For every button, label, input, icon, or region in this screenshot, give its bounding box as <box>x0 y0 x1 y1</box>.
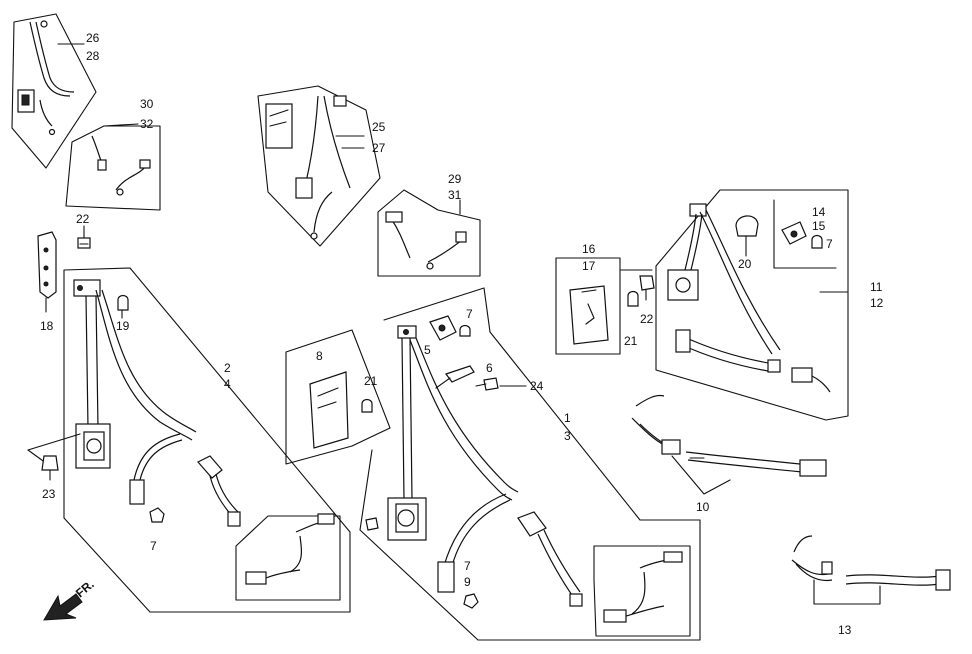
callout-21-left: 21 <box>364 374 378 388</box>
label-16-17 <box>555 257 621 355</box>
callout-21-right: 21 <box>624 334 638 348</box>
callout-23: 23 <box>42 487 56 501</box>
callout-32: 32 <box>140 117 154 131</box>
clip-21-left <box>361 398 373 413</box>
callout-1: 1 <box>564 411 571 425</box>
callout-7-left: 7 <box>150 539 157 553</box>
panel-25-27 <box>257 85 381 247</box>
callout-2: 2 <box>224 361 231 375</box>
callout-17: 17 <box>582 259 596 273</box>
assembly-13 <box>791 535 951 605</box>
assembly-1-3 <box>359 287 701 641</box>
callout-9: 9 <box>464 575 471 589</box>
subbox-14-15 <box>773 199 837 269</box>
callout-16: 16 <box>582 242 596 256</box>
callout-15: 15 <box>812 219 826 233</box>
callout-27: 27 <box>372 141 386 155</box>
callout-25: 25 <box>372 120 386 134</box>
front-direction-arrow-icon <box>43 593 83 621</box>
bolt-22-right <box>639 275 655 301</box>
callout-14: 14 <box>812 205 826 219</box>
callout-10: 10 <box>696 500 710 514</box>
callout-5: 5 <box>424 343 431 357</box>
panel-30-32 <box>65 123 161 211</box>
callout-7-bottom: 7 <box>464 559 471 573</box>
panel-29-31 <box>377 189 481 277</box>
callout-24: 24 <box>530 379 544 393</box>
callout-29: 29 <box>448 172 462 186</box>
callout-20: 20 <box>738 257 752 271</box>
assembly-2-4 <box>63 267 351 613</box>
callout-3: 3 <box>564 429 571 443</box>
callout-19: 19 <box>116 319 130 333</box>
nut-7-9 <box>463 593 479 609</box>
callout-22-right: 22 <box>640 312 654 326</box>
cap-19 <box>117 294 129 319</box>
callout-7-right: 7 <box>826 237 833 251</box>
clip-21-right <box>619 269 653 307</box>
callout-28: 28 <box>86 49 100 63</box>
callout-12: 12 <box>870 296 884 310</box>
nut-7-left <box>149 507 165 523</box>
panel-26-28 <box>11 13 97 169</box>
callout-8: 8 <box>316 349 323 363</box>
callout-7-top: 7 <box>466 307 473 321</box>
bolt-23 <box>27 433 81 481</box>
callout-11: 11 <box>870 280 883 294</box>
cover-20 <box>735 215 759 257</box>
callout-13: 13 <box>838 623 852 637</box>
assembly-10 <box>631 394 827 495</box>
bolt-22-left <box>77 225 91 249</box>
callout-31: 31 <box>448 188 462 202</box>
callout-26: 26 <box>86 31 100 45</box>
callout-30: 30 <box>140 97 154 111</box>
assembly-11-12 <box>655 189 849 421</box>
callout-4: 4 <box>224 377 231 391</box>
callout-22-left: 22 <box>76 212 90 226</box>
plate-8 <box>285 329 391 465</box>
callout-6: 6 <box>486 361 493 375</box>
adjuster-18 <box>37 231 57 313</box>
callout-18: 18 <box>40 319 54 333</box>
